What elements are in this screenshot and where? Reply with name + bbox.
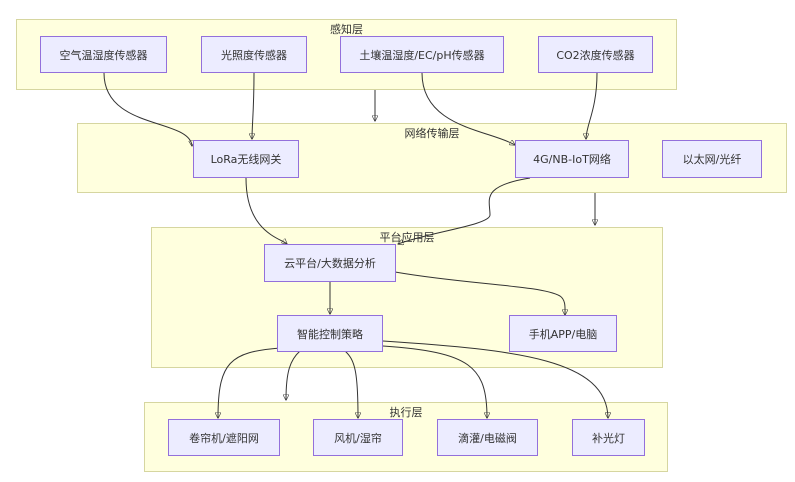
nbiot-network-node: 4G/NB-IoT网络: [515, 140, 629, 178]
grow-light-node: 补光灯: [572, 419, 645, 456]
execution-layer-title: 执行层: [389, 406, 423, 419]
ethernet-node: 以太网/光纤: [662, 140, 762, 178]
perception-layer-title: 感知层: [330, 23, 363, 36]
mobile-app-node: 手机APP/电脑: [509, 315, 617, 352]
soil-sensor-node: 土壤温湿度/EC/pH传感器: [340, 36, 504, 73]
network-layer-title: 网络传输层: [404, 127, 460, 140]
air-sensor-node: 空气温湿度传感器: [40, 36, 167, 73]
platform-layer-title: 平台应用层: [379, 231, 435, 244]
irrigation-node: 滴灌/电磁阀: [437, 419, 538, 456]
cloud-platform-node: 云平台/大数据分析: [264, 244, 396, 282]
light-sensor-node: 光照度传感器: [201, 36, 307, 73]
lora-gateway-node: LoRa无线网关: [193, 140, 299, 178]
fan-node: 风机/湿帘: [313, 419, 403, 456]
co2-sensor-node: CO2浓度传感器: [538, 36, 653, 73]
smart-control-node: 智能控制策略: [277, 315, 383, 352]
curtain-node: 卷帘机/遮阳网: [168, 419, 280, 456]
